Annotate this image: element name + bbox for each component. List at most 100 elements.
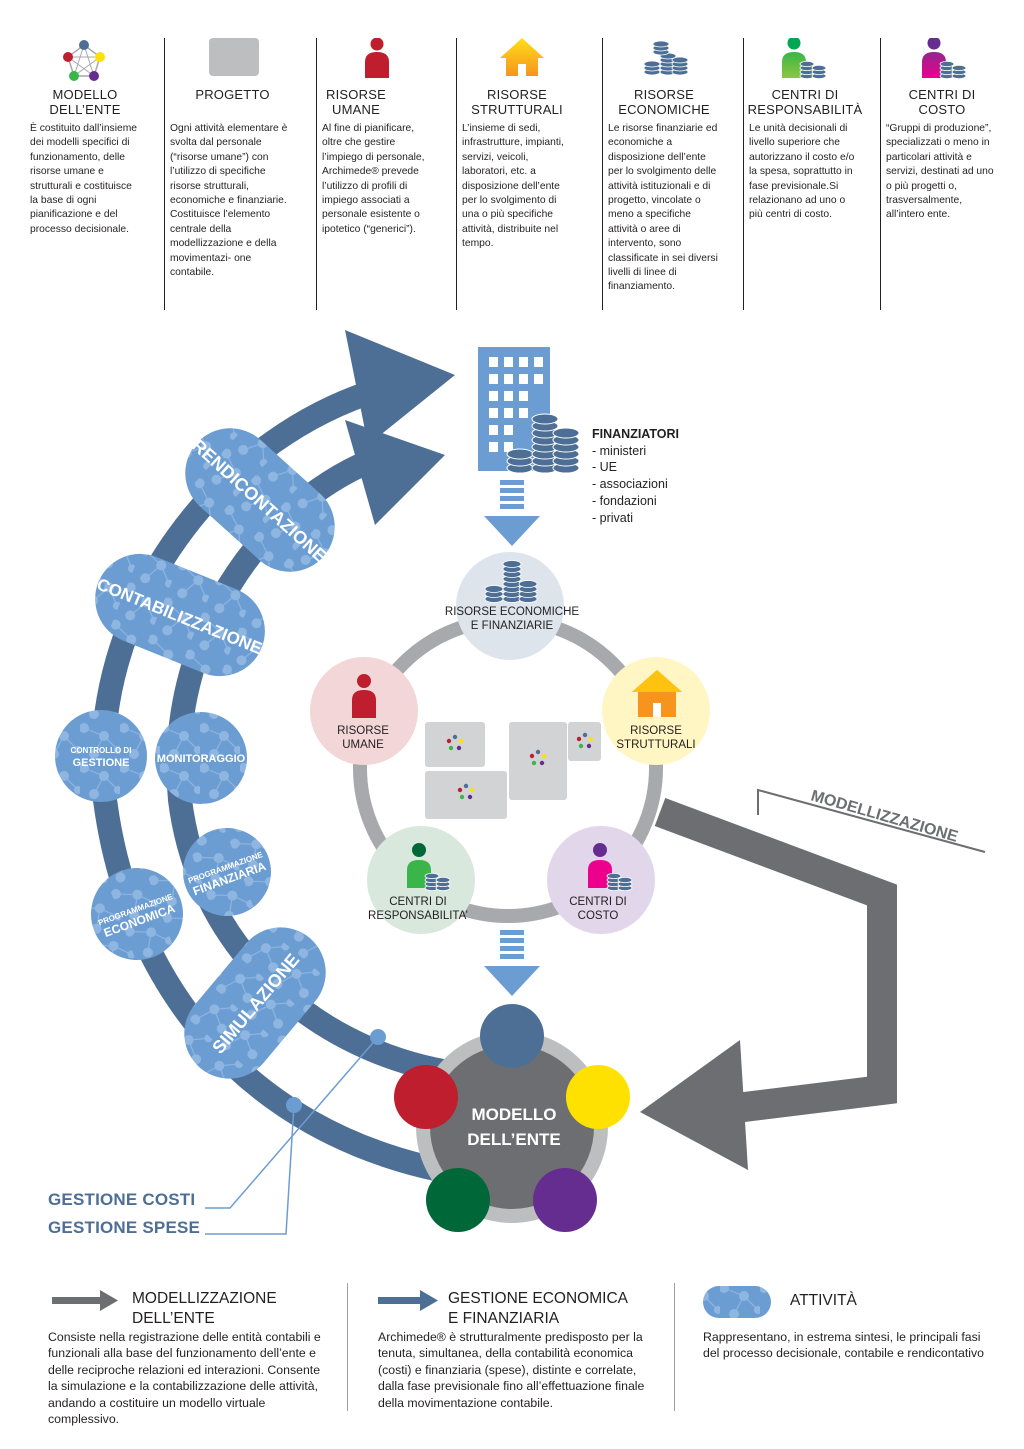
- legend-divider-line: [347, 1283, 348, 1411]
- node-centri-responsabilita: CENTRI DI RESPONSABILITA’: [367, 826, 475, 934]
- node-label: UMANE: [342, 739, 384, 751]
- pill-programmazione-economica: PROGRAMMAZIONE ECONOMICA: [91, 868, 183, 960]
- modellizzazione-arrowhead: [640, 1040, 748, 1170]
- modellizzazione-bracket: [757, 788, 986, 853]
- gestione-spese-line: [205, 1104, 295, 1235]
- legend-title: GESTIONE ECONOMICA E FINANZIARIA: [448, 1289, 628, 1329]
- column-divider: [164, 38, 165, 310]
- legend-desc: Consiste nella registrazione delle entit…: [48, 1330, 321, 1427]
- coins-stack-icon: [643, 40, 689, 76]
- modello-ente-node: MODELLO DELL’ENTE: [394, 1004, 630, 1232]
- house-icon: [500, 38, 544, 76]
- legend-gestione: GESTIONE ECONOMICA E FINANZIARIA Archime…: [378, 1283, 653, 1423]
- node-label: CENTRI DI: [569, 896, 627, 908]
- column-title: RISORSE UMANE: [326, 87, 386, 117]
- node-label: COSTO: [578, 910, 619, 922]
- column-divider: [602, 38, 603, 310]
- legend-divider: [674, 1283, 675, 1423]
- column-umane: RISORSE UMANE Al fine di pianificare, ol…: [316, 38, 430, 310]
- node-label: E FINANZIARIE: [471, 620, 554, 632]
- column-divider: [880, 38, 881, 310]
- down-arrow-top: [484, 480, 540, 546]
- node-label: CENTRI DI: [389, 896, 447, 908]
- column-divider: [743, 38, 744, 310]
- blue-arrow-icon: [378, 1290, 438, 1311]
- network-icon: [63, 40, 105, 81]
- pill-label: GESTIONE: [73, 757, 130, 769]
- column-title: RISORSE ECONOMICHE: [618, 87, 710, 117]
- column-title: CENTRI DI COSTO: [908, 87, 976, 117]
- coins-stack-icon: [506, 413, 580, 474]
- column-desc: Le risorse finanziarie ed economiche a d…: [608, 123, 718, 293]
- finanziatori-title: FINANZIATORI: [592, 427, 680, 441]
- gestione-spese-label: GESTIONE SPESE: [48, 1218, 201, 1237]
- finanziatori-item: - privati: [592, 510, 633, 525]
- node-label: RESPONSABILITA’: [368, 910, 468, 922]
- column-title: MODELLO DELL’ENTE: [49, 87, 121, 117]
- legend-divider-line: [674, 1283, 675, 1411]
- legend-title-line: ATTIVITÀ: [790, 1292, 857, 1309]
- column-divider: [316, 38, 317, 310]
- legend-title-line: E FINANZIARIA: [448, 1310, 560, 1327]
- column-desc: “Gruppi di produzione”, specializzati o …: [886, 123, 994, 221]
- legend-title-line: GESTIONE ECONOMICA: [448, 1290, 628, 1307]
- person-red-icon: [365, 38, 389, 78]
- node-risorse-economiche: RISORSE ECONOMICHE E FINANZIARIE: [445, 552, 580, 660]
- person-green-coins-icon: [782, 38, 827, 80]
- column-title: CENTRI DI RESPONSABILITÀ: [747, 87, 863, 117]
- column-costo: CENTRI DI COSTO “Gruppi di produzione”, …: [880, 38, 998, 310]
- node-label: STRUTTURALI: [616, 739, 695, 751]
- gestione-costi-line: [205, 1036, 379, 1209]
- column-responsabilita: CENTRI DI RESPONSABILITÀ Le unità decisi…: [743, 38, 862, 310]
- legend-title-line: MODELLIZZAZIONE: [132, 1290, 277, 1307]
- gray-square-icon: [209, 38, 259, 76]
- pill-label: CONTROLLO DI: [71, 746, 132, 755]
- project-squares: [425, 722, 601, 819]
- pill-controllo-gestione: CONTROLLO DI GESTIONE: [55, 710, 147, 802]
- down-arrow-bottom: [484, 930, 540, 996]
- column-economiche: RISORSE ECONOMICHE Le risorse finanziari…: [602, 38, 720, 310]
- gray-arrow-icon: [52, 1290, 118, 1311]
- column-desc: È costituito dall’insieme dei modelli sp…: [30, 123, 138, 235]
- column-desc: Al fine di pianificare, oltre che gestir…: [322, 123, 425, 235]
- node-centri-costo: CENTRI DI COSTO: [547, 826, 655, 934]
- outer-arc-arrowhead: [345, 330, 455, 445]
- column-title: PROGETTO: [195, 87, 270, 102]
- activity-pill-icon: [703, 1286, 771, 1318]
- node-risorse-umane: RISORSE UMANE: [310, 657, 418, 765]
- pill-label: MONITORAGGIO: [157, 753, 246, 765]
- pill-monitoraggio: MONITORAGGIO: [155, 712, 247, 804]
- column-desc: Le unità decisionali di livello superior…: [749, 123, 855, 221]
- gestione-costi-label: GESTIONE COSTI: [48, 1190, 196, 1209]
- pill-programmazione-finanziaria: PROGRAMMAZIONE FINANZIARIA: [183, 828, 271, 916]
- column-divider: [456, 38, 457, 310]
- legend-desc: Rappresentano, in estrema sintesi, le pr…: [703, 1330, 984, 1361]
- finanziatori-item: - fondazioni: [592, 493, 657, 508]
- legend-divider: [347, 1283, 348, 1423]
- modellizzazione-label: MODELLIZZAZIONE: [809, 788, 960, 846]
- finanziatori-item: - UE: [592, 460, 617, 475]
- finanziatori-item: - ministeri: [592, 443, 647, 458]
- legend-title: ATTIVITÀ: [790, 1291, 857, 1311]
- column-modello: MODELLO DELL’ENTE È costituito dall’insi…: [30, 38, 140, 310]
- finanziatori-item: - associazioni: [592, 477, 668, 492]
- node-label: RISORSE: [630, 725, 682, 737]
- column-progetto: PROGETTO Ogni attività elementare è svol…: [164, 38, 295, 310]
- network-icon: [446, 732, 594, 800]
- inner-arc-arrowhead: [345, 420, 445, 525]
- person-purple-coins-icon: [922, 38, 967, 80]
- finanziatori-list: FINANZIATORI - ministeri - UE - associaz…: [592, 426, 679, 526]
- legend-modellizzazione: MODELLIZZAZIONE DELL’ENTE Consiste nella…: [48, 1283, 333, 1426]
- column-title: RISORSE STRUTTURALI: [471, 87, 563, 117]
- node-label: RISORSE: [337, 725, 389, 737]
- legend-desc: Archimede® è strutturalmente predisposto…: [378, 1330, 645, 1410]
- column-desc: L’insieme di sedi, infrastrutture, impia…: [462, 123, 564, 250]
- node-label: RISORSE ECONOMICHE: [445, 606, 580, 618]
- column-desc: Ogni attività elementare è svolta dal pe…: [170, 123, 288, 279]
- column-strutturali: RISORSE STRUTTURALI L’insieme di sedi, i…: [456, 38, 572, 310]
- legend-title: MODELLIZZAZIONE DELL’ENTE: [132, 1289, 277, 1329]
- modello-ente-label: MODELLO: [472, 1105, 557, 1124]
- legend-title-line: DELL’ENTE: [132, 1310, 215, 1327]
- legend-attivita: ATTIVITÀ Rappresentano, in estrema sinte…: [703, 1283, 988, 1423]
